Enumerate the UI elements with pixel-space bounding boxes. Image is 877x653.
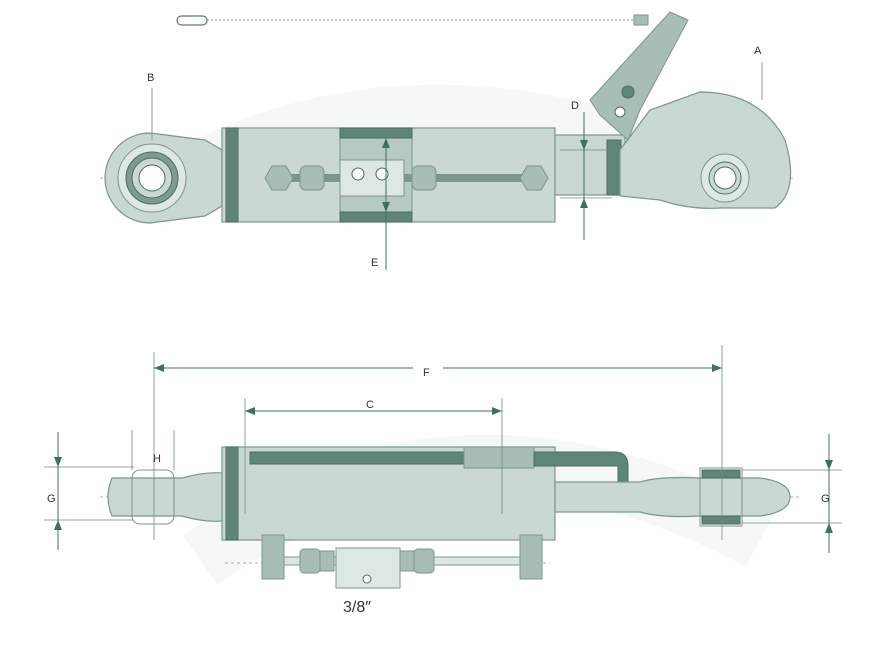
dimension-g-left <box>44 432 134 550</box>
ball-eye-left <box>104 132 223 224</box>
dimension-h <box>131 430 175 470</box>
label-h: H <box>153 453 161 465</box>
label-d: D <box>571 100 579 112</box>
dimension-f <box>153 345 723 540</box>
cylinder-body-top <box>221 127 556 223</box>
hydraulic-line <box>261 534 543 589</box>
top-view <box>100 11 795 270</box>
dimension-c <box>244 398 503 514</box>
port-size-label: 3/8″ <box>343 599 371 616</box>
label-e: E <box>371 257 378 269</box>
label-g-right: G <box>821 493 830 505</box>
label-c: C <box>366 399 374 411</box>
label-b: B <box>147 72 154 84</box>
dimension-d <box>560 112 612 240</box>
label-a: A <box>754 45 762 57</box>
ball-eye-side <box>107 469 231 525</box>
cylinder-body-side <box>221 446 629 541</box>
dimension-e <box>382 138 390 270</box>
dimension-g-right <box>742 434 842 553</box>
side-view <box>44 345 842 589</box>
label-g-left: G <box>47 493 56 505</box>
locking-pin-chain <box>176 14 649 26</box>
label-f: F <box>423 367 430 379</box>
hook-end <box>554 11 792 209</box>
rod-end-side <box>554 467 791 527</box>
